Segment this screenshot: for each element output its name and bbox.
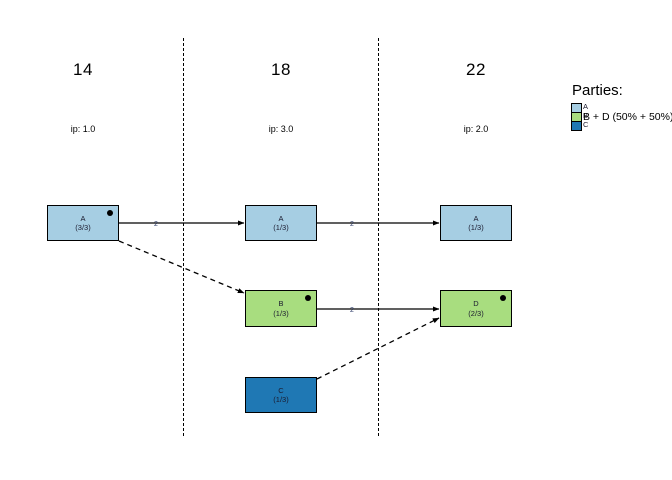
node-d1-name: D [473, 299, 479, 309]
column-ip-14: ip: 1.0 [70, 124, 96, 134]
node-a2[interactable]: A (1/3) [245, 205, 317, 241]
legend-label-b: B [583, 111, 589, 120]
time-separator-1 [183, 38, 184, 436]
edge-label-b1-d1: 2 [350, 307, 354, 314]
column-time-22: 22 [466, 60, 486, 79]
node-a2-fraction: (1/3) [273, 223, 289, 232]
node-d1-fraction: (2/3) [468, 308, 484, 318]
node-c1[interactable]: C (1/3) [245, 377, 317, 413]
node-a3-fraction: (1/3) [468, 223, 484, 232]
node-a1[interactable]: A (3/3) [47, 205, 119, 241]
edge-a1-b1 [118, 240, 245, 294]
node-b1-name: B [278, 299, 284, 309]
column-ip-18: ip: 3.0 [268, 124, 294, 134]
node-a1-fraction: (3/3) [75, 223, 91, 232]
node-a3[interactable]: A (1/3) [440, 205, 512, 241]
milestone-dot-b1 [305, 295, 311, 301]
node-b1-fraction: (1/3) [273, 308, 289, 318]
column-time-14: 14 [73, 60, 93, 79]
milestone-dot-d1 [500, 295, 506, 301]
legend-swatch-c[interactable] [571, 121, 582, 131]
node-b1[interactable]: B (1/3) [245, 290, 317, 327]
legend-label-c: C [583, 120, 589, 129]
node-c1-fraction: (1/3) [273, 395, 289, 404]
edge-label-a1-a2: 2 [154, 221, 158, 228]
node-a2-name: A [278, 213, 284, 223]
legend-heading: Parties: [572, 82, 623, 99]
column-time-18: 18 [271, 60, 291, 79]
node-a1-name: A [80, 213, 86, 223]
time-separator-2 [378, 38, 379, 436]
milestone-dot-a1 [107, 210, 113, 216]
edge-label-a2-a3: 2 [350, 221, 354, 228]
legend-combined-label: B + D (50% + 50%) [583, 111, 672, 123]
node-d1[interactable]: D (2/3) [440, 290, 512, 327]
node-a3-name: A [473, 213, 479, 223]
legend-label-a: A [583, 102, 589, 111]
node-c1-name: C [278, 385, 284, 395]
edge-c1-d1 [316, 317, 440, 380]
column-ip-22: ip: 2.0 [463, 124, 489, 134]
